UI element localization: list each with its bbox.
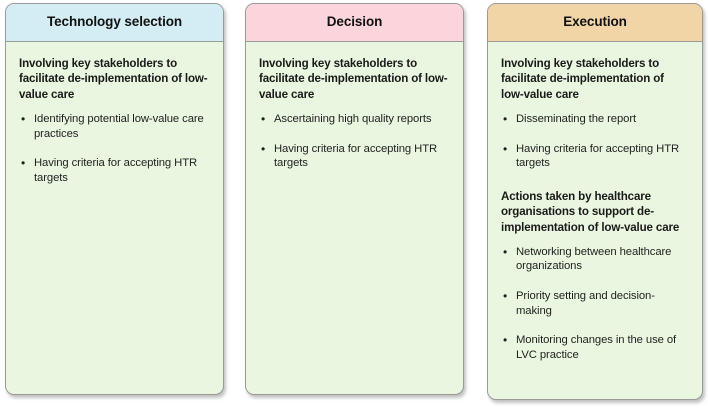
bullet-dot-icon: •: [503, 333, 508, 348]
list-item: • Ascertaining high quality reports: [259, 112, 450, 127]
list-item: • Identifying potential low-value care p…: [19, 112, 210, 141]
column-body-execution: Involving key stakeholders to facilitate…: [488, 42, 702, 373]
bullet-dot-icon: •: [21, 156, 26, 171]
list-item: • Priority setting and decision-making: [501, 289, 689, 318]
list-item: • Networking between healthcare organiza…: [501, 245, 689, 274]
bullet-dot-icon: •: [503, 141, 508, 156]
bullet-list: • Ascertaining high quality reports • Ha…: [259, 112, 450, 171]
section-lead-secondary: Actions taken by healthcare organisation…: [501, 189, 680, 234]
list-item-label: Having criteria for accepting HTR target…: [516, 142, 680, 170]
section-lead: Involving key stakeholders to facilitate…: [19, 57, 208, 101]
bullet-list: • Disseminating the report • Having crit…: [501, 112, 689, 171]
list-item-label: Disseminating the report: [516, 112, 637, 125]
list-item-label: Priority setting and decision-making: [516, 290, 655, 317]
bullet-dot-icon: •: [261, 111, 266, 126]
list-item: • Having criteria for accepting HTR targ…: [19, 156, 210, 185]
section-lead: Involving key stakeholders to facilitate…: [501, 57, 664, 101]
column-header-decision: Decision: [246, 4, 463, 42]
list-item-label: Having criteria for accepting HTR target…: [34, 157, 198, 184]
list-item-label: Networking between healthcare organizati…: [516, 245, 672, 273]
list-item-label: Having criteria for accepting HTR target…: [274, 142, 438, 170]
column-body-decision: Involving key stakeholders to facilitate…: [246, 42, 463, 181]
bullet-list: • Identifying potential low-value care p…: [19, 112, 210, 186]
bullet-dot-icon: •: [503, 111, 508, 126]
section-lead: Involving key stakeholders to facilitate…: [259, 57, 448, 101]
column-title: Technology selection: [46, 14, 183, 30]
bullet-dot-icon: •: [261, 141, 266, 156]
list-item: • Monitoring changes in the use of LVC p…: [501, 333, 689, 362]
column-card-execution: Execution Involving key stakeholders to …: [487, 3, 703, 400]
bullet-list-secondary: • Networking between healthcare organiza…: [501, 245, 689, 363]
list-item: • Having criteria for accepting HTR targ…: [259, 142, 450, 171]
column-header-technology-selection: Technology selection: [6, 4, 223, 42]
list-item: • Having criteria for accepting HTR targ…: [501, 142, 689, 171]
column-title: Decision: [326, 14, 383, 30]
column-body-technology-selection: Involving key stakeholders to facilitate…: [6, 42, 223, 196]
column-header-execution: Execution: [488, 4, 702, 42]
bullet-dot-icon: •: [503, 244, 508, 259]
list-item-label: Ascertaining high quality reports: [274, 112, 432, 125]
list-item: • Disseminating the report: [501, 112, 689, 127]
list-item-label: Identifying potential low-value care pra…: [34, 112, 204, 140]
bullet-dot-icon: •: [21, 111, 26, 126]
list-item-label: Monitoring changes in the use of LVC pra…: [516, 334, 677, 362]
bullet-dot-icon: •: [503, 289, 508, 304]
column-card-decision: Decision Involving key stakeholders to f…: [245, 3, 464, 395]
column-title: Execution: [563, 14, 627, 30]
column-card-technology-selection: Technology selection Involving key stake…: [5, 3, 224, 395]
